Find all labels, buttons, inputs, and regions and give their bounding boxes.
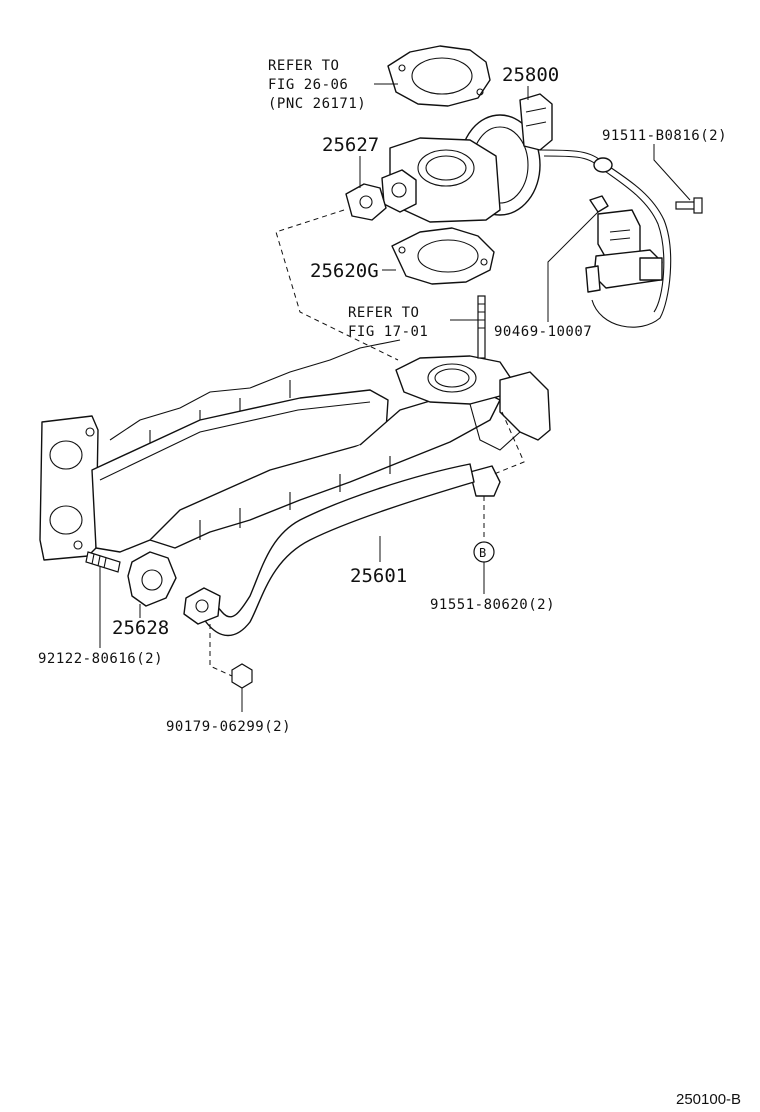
stud-92122 <box>85 551 121 573</box>
small-gasket <box>345 183 387 221</box>
refer-fig17-line1: REFER TO <box>348 305 419 321</box>
label-90469: 90469-10007 <box>494 324 592 340</box>
gasket-top <box>387 45 491 107</box>
callout-refer-fig26: REFER TO FIG 26-06 (PNC 26171) <box>268 58 366 112</box>
label-91511: 91511-B0816(2) <box>602 128 727 144</box>
refer-fig26-line3: (PNC 26171) <box>268 96 366 112</box>
refer-fig17-line2: FIG 17-01 <box>348 324 428 340</box>
intake-manifold <box>39 339 551 561</box>
label-91551: 91551-80620(2) <box>430 597 555 613</box>
refer-fig26-line1: REFER TO <box>268 58 339 74</box>
vacuum-switching-valve <box>585 195 663 293</box>
label-25627: 25627 <box>322 134 379 156</box>
label-25601: 25601 <box>350 565 407 587</box>
b-marker-letter: B <box>479 546 487 560</box>
stud-bolt <box>477 295 486 359</box>
leader-lines <box>99 83 691 712</box>
b-marker: B <box>473 541 495 563</box>
refer-fig26-line2: FIG 26-06 <box>268 77 348 93</box>
label-90179: 90179-06299(2) <box>166 719 291 735</box>
bolt-91511 <box>675 197 703 214</box>
label-92122: 92122-80616(2) <box>38 651 163 667</box>
egr-pipe <box>183 463 501 637</box>
gasket-25620g <box>391 227 495 285</box>
egr-adapter <box>381 137 501 223</box>
label-25620g: 25620G <box>310 260 379 282</box>
alignment-lines <box>209 209 525 677</box>
label-25800: 25800 <box>502 64 559 86</box>
callout-refer-fig17: REFER TO FIG 17-01 <box>348 305 428 340</box>
nut-90179 <box>231 663 253 689</box>
figure-reference: 250100-B <box>676 1091 741 1108</box>
label-25628: 25628 <box>112 617 169 639</box>
gasket-25628 <box>127 551 177 607</box>
